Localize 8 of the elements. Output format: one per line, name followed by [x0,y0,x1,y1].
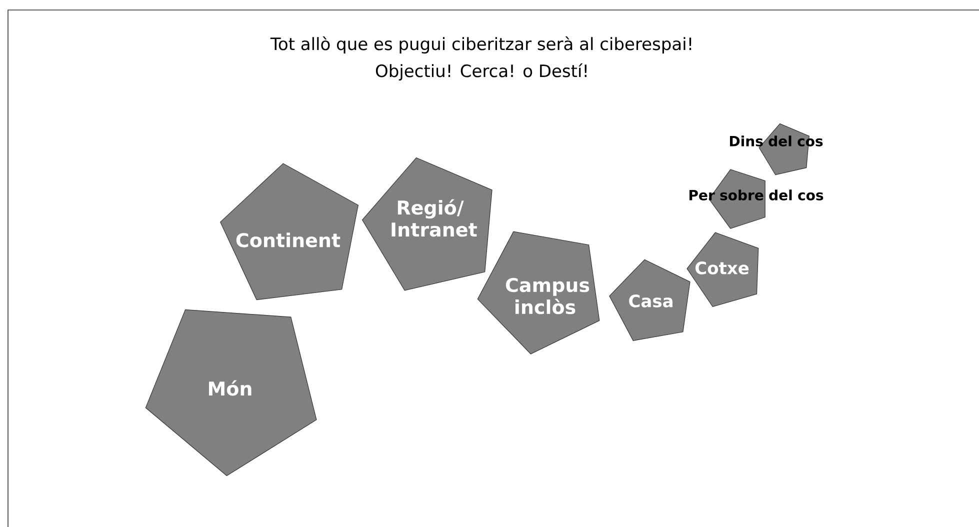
subtitle: Objectiu! Cerca! o Destí! [376,63,586,81]
title: Tot allò que es pugui ciberitzar serà al ciberespai! [270,36,692,54]
pentagon: Casa [609,259,690,341]
pentagon: Regió/ Intranet [362,157,492,291]
pentagon: Continent [220,163,358,300]
pentagon: Món [145,309,317,476]
pentagon: Campus inclòs [477,231,600,354]
pentagon: Cotxe [686,232,759,307]
